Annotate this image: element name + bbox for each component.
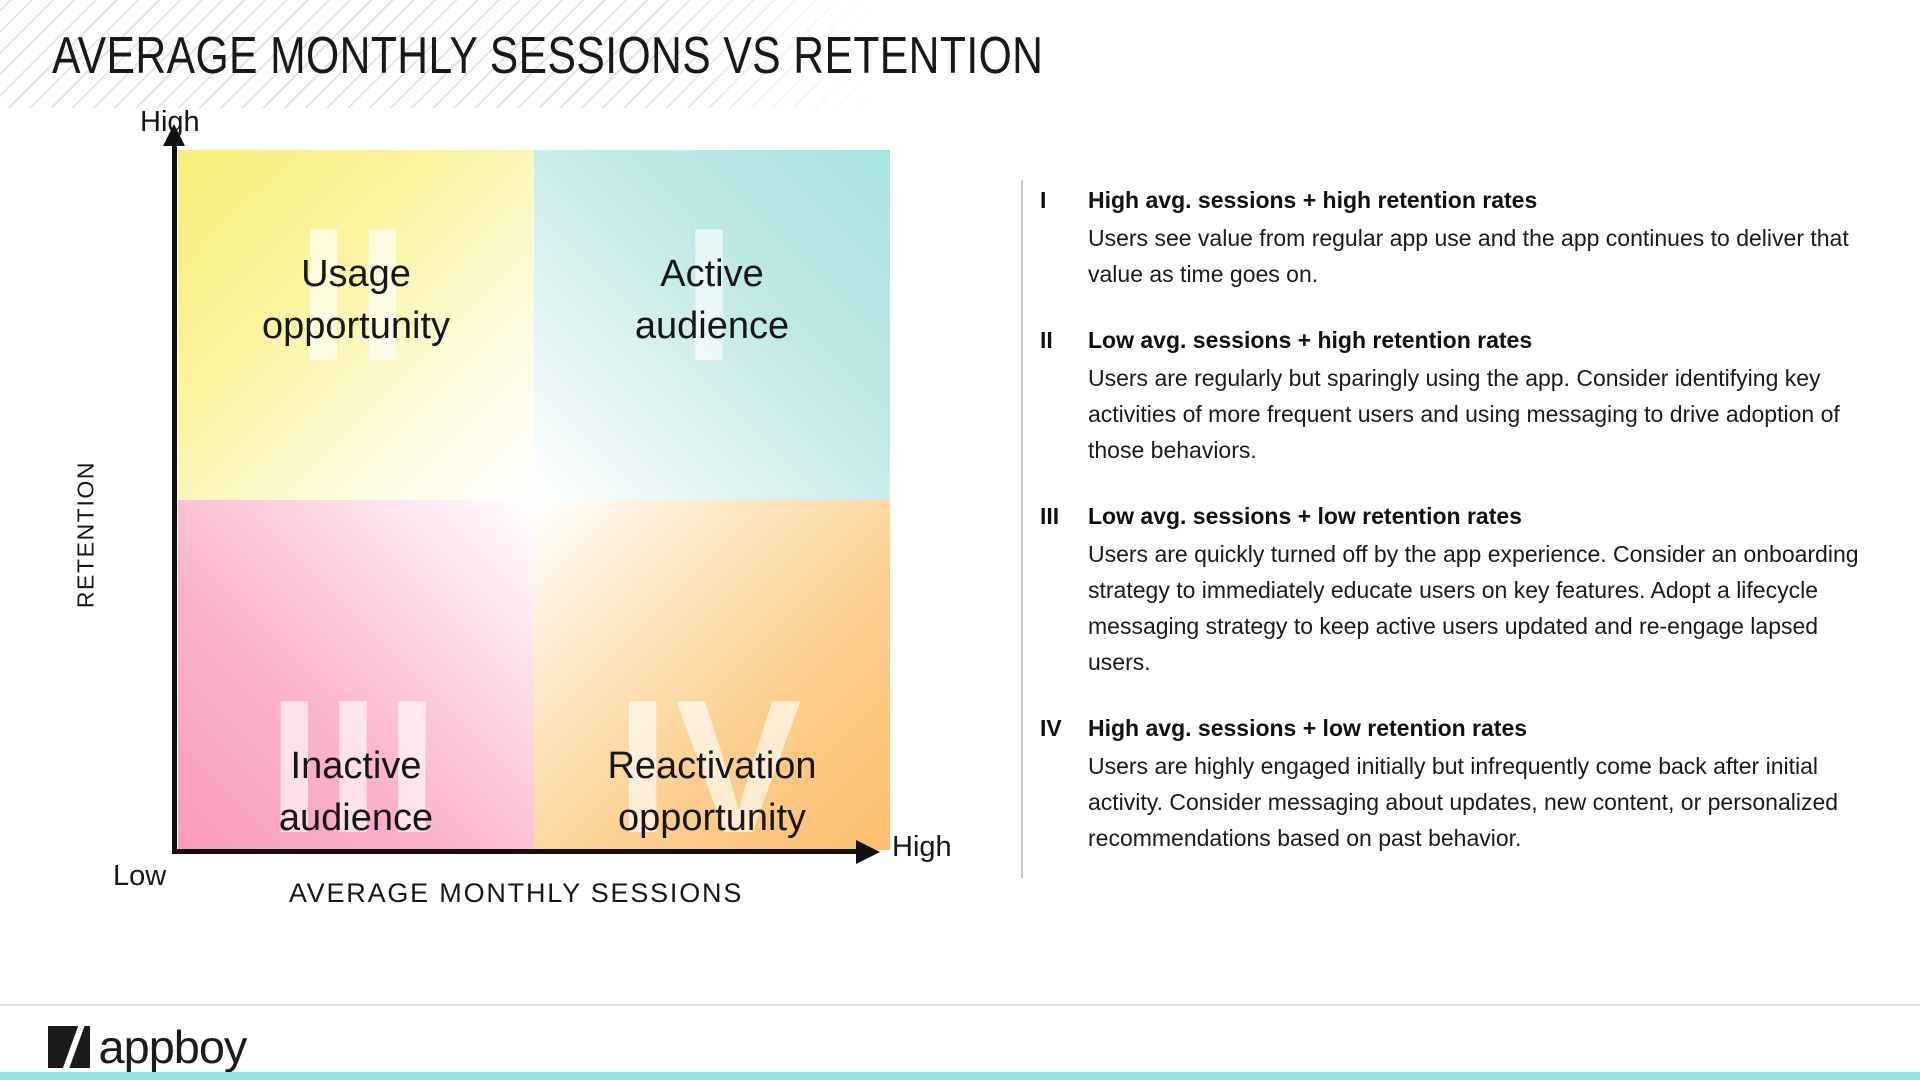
list-item: II Low avg. sessions + high retention ra… xyxy=(1040,322,1880,468)
x-axis-arrow-icon xyxy=(856,840,880,864)
quadrant-label: Inactive audience xyxy=(178,740,534,844)
footer-accent-bar xyxy=(0,1072,1920,1080)
insight-text: Users are regularly but sparingly using … xyxy=(1088,365,1840,463)
insight-heading: Low avg. sessions + high retention rates xyxy=(1088,327,1533,353)
insight-text: Users see value from regular app use and… xyxy=(1088,225,1849,287)
appboy-wordmark: appboy xyxy=(98,1021,248,1073)
insights-panel: I High avg. sessions + high retention ra… xyxy=(1040,182,1880,886)
quadrant-numeral-watermark: II xyxy=(297,189,415,401)
footer-divider xyxy=(0,1004,1920,1006)
insight-heading: High avg. sessions + high retention rate… xyxy=(1088,187,1538,213)
insight-text: Users are highly engaged initially but i… xyxy=(1088,753,1839,851)
list-item: III Low avg. sessions + low retention ra… xyxy=(1040,498,1880,680)
quadrant-label: Active audience xyxy=(534,248,890,352)
quadrant-label: Reactivation opportunity xyxy=(534,740,890,844)
x-axis-low-label: Low xyxy=(113,860,167,892)
insight-body: Low avg. sessions + high retention rates… xyxy=(1088,322,1880,468)
insight-heading: High avg. sessions + low retention rates xyxy=(1088,715,1528,741)
quadrant-label-line1: Inactive xyxy=(290,745,422,787)
quadrant-label-line2: audience xyxy=(634,305,790,347)
quadrant-reactivation-opportunity[interactable]: IV Reactivation opportunity xyxy=(534,500,890,850)
quadrant-label: Usage opportunity xyxy=(178,248,534,352)
x-axis-line xyxy=(172,849,860,854)
quadrant-numeral-watermark: I xyxy=(682,189,742,401)
quadrant-label-line1: Active xyxy=(660,253,764,295)
quadrant-active-audience[interactable]: I Active audience xyxy=(534,150,890,500)
insight-text: Users are quickly turned off by the app … xyxy=(1088,541,1859,675)
insight-body: High avg. sessions + high retention rate… xyxy=(1088,182,1880,292)
quadrant-label-line1: Usage xyxy=(301,253,411,295)
page-title: AVERAGE MONTHLY SESSIONS VS RETENTION xyxy=(52,27,1044,85)
appboy-logo: appboy xyxy=(48,1021,248,1073)
y-axis-title: RETENTION xyxy=(72,460,99,609)
list-item: IV High avg. sessions + low retention ra… xyxy=(1040,710,1880,856)
insight-numeral: III xyxy=(1040,503,1060,529)
x-axis-title: AVERAGE MONTHLY SESSIONS xyxy=(288,878,744,908)
insight-numeral: I xyxy=(1040,187,1047,213)
x-axis-high-label: High xyxy=(892,831,952,863)
quadrant-usage-opportunity[interactable]: II Usage opportunity xyxy=(178,150,534,500)
quadrant-label-line2: opportunity xyxy=(617,797,806,839)
insight-body: High avg. sessions + low retention rates… xyxy=(1088,710,1880,856)
quadrant-grid: II Usage opportunity I Active audience I… xyxy=(178,150,890,850)
quadrant-label-line2: opportunity xyxy=(261,305,450,347)
quadrant-chart: High RETENTION II Usage opportunity I Ac… xyxy=(0,106,1020,938)
y-axis-line xyxy=(172,142,177,854)
quadrant-numeral-watermark: IV xyxy=(616,661,808,850)
quadrant-label-line2: audience xyxy=(278,797,434,839)
insight-numeral: II xyxy=(1040,327,1053,353)
insight-numeral: IV xyxy=(1040,715,1062,741)
list-item: I High avg. sessions + high retention ra… xyxy=(1040,182,1880,292)
quadrant-numeral-watermark: III xyxy=(267,661,445,850)
quadrant-inactive-audience[interactable]: III Inactive audience xyxy=(178,500,534,850)
header-stripe-background xyxy=(0,0,880,108)
y-axis-arrow-icon xyxy=(163,124,185,146)
insight-body: Low avg. sessions + low retention rates … xyxy=(1088,498,1880,680)
quadrant-label-line1: Reactivation xyxy=(607,745,817,787)
appboy-mark-icon xyxy=(48,1026,90,1068)
insight-heading: Low avg. sessions + low retention rates xyxy=(1088,503,1522,529)
panel-divider xyxy=(1021,180,1023,878)
